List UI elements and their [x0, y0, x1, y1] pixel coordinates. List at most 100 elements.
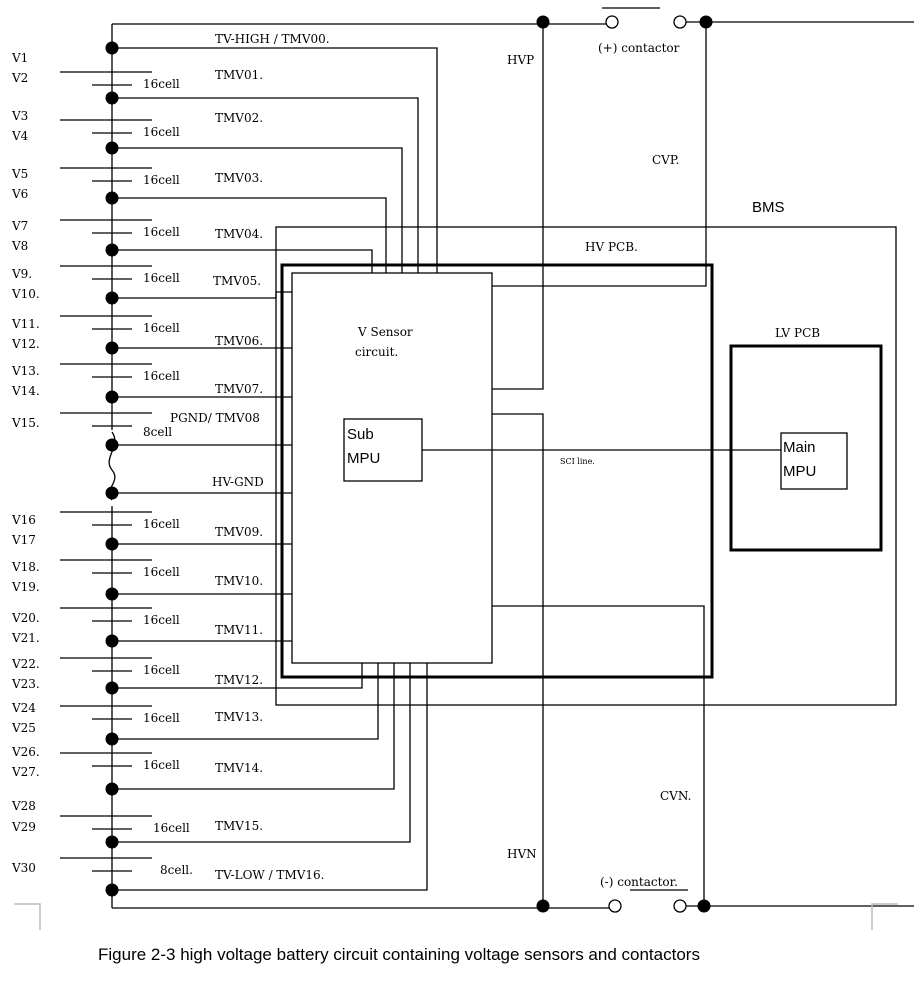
v-sensor-label-2: circuit.	[355, 345, 398, 359]
tap-label: TMV13.	[215, 710, 263, 724]
voltage-label: V13.	[11, 364, 40, 378]
voltage-label: V21.	[11, 631, 40, 645]
voltage-label: V11.	[11, 317, 40, 331]
voltage-label: V24	[11, 701, 36, 715]
tap-label: TMV14.	[215, 761, 263, 775]
voltage-label: V1	[11, 51, 28, 65]
tap-wires: TV-HIGH / TMV00.TMV01. TMV02. TMV03. TMV04.…	[105, 32, 438, 897]
voltage-label: V23.	[11, 677, 40, 691]
neg-contactor-label: (-) contactor.	[600, 875, 678, 889]
voltage-label: V17	[11, 533, 36, 547]
top-bus	[112, 7, 914, 29]
v-sensor-label-1: V Sensor	[357, 325, 413, 339]
tap-wire: TMV15.	[105, 663, 411, 849]
voltage-label: V4	[11, 129, 29, 143]
v-sensor-circuit-box	[291, 272, 493, 664]
tap-label: TMV01.	[215, 68, 263, 82]
cell-count-label: 16cell	[143, 517, 180, 531]
cell-count-label: 16cell	[143, 125, 180, 139]
voltage-label: V28	[11, 799, 36, 813]
cell-count-label: 8cell	[143, 425, 172, 439]
tap-label: TMV09.	[215, 525, 263, 539]
tap-wire: TMV03.	[105, 171, 387, 273]
lv-pcb-label: LV PCB	[775, 326, 820, 340]
battery-cell: 16cell	[60, 265, 180, 285]
tap-label: TMV12.	[215, 673, 263, 687]
tap-wire: PGND/ TMV08	[105, 411, 292, 452]
tap-node	[105, 782, 119, 796]
battery-cell: 16cell	[60, 219, 180, 239]
voltage-label: V15.	[11, 416, 40, 430]
tap-label: TMV15.	[215, 819, 263, 833]
cell-count-label: 16cell	[143, 369, 180, 383]
tap-node	[105, 291, 119, 305]
tap-node	[105, 537, 119, 551]
tap-label: TMV04.	[215, 227, 263, 241]
tap-node	[105, 41, 119, 55]
battery-cell: 16cell	[60, 752, 180, 772]
tap-wire: TMV09.	[105, 525, 292, 551]
tap-node	[105, 341, 119, 355]
battery-cell: 8cell	[60, 412, 172, 439]
voltage-label: V2	[11, 71, 28, 85]
cell-count-label: 16cell	[143, 225, 180, 239]
tap-label: TMV05.	[213, 274, 261, 288]
tap-node	[105, 390, 119, 404]
cell-count-label: 16cell	[143, 613, 180, 627]
tap-label: TMV11.	[215, 623, 263, 637]
battery-cell: 16cell	[60, 705, 180, 725]
voltage-label: V6	[11, 187, 28, 201]
voltage-label: V8	[11, 239, 28, 253]
battery-cell: 16cell	[60, 815, 190, 835]
tap-label: HV-GND	[212, 475, 264, 489]
sub-mpu-label-1: Sub	[347, 426, 374, 443]
hv-pcb-box	[280, 263, 714, 679]
battery-cell: 16cell	[60, 71, 180, 91]
battery-cell: 16cell	[60, 559, 180, 579]
main-mpu-box	[780, 432, 848, 490]
crop-marks	[14, 903, 898, 930]
voltage-label: V14.	[11, 384, 40, 398]
hv-pcb-label: HV PCB.	[585, 240, 638, 254]
tap-wire: TMV02.	[105, 111, 403, 273]
tap-node	[105, 141, 119, 155]
cell-count-label: 16cell	[143, 77, 180, 91]
tap-wire: TV-HIGH / TMV00.	[105, 32, 438, 273]
cell-count-label: 16cell	[143, 758, 180, 772]
main-mpu-label-1: Main	[783, 439, 816, 456]
tap-label: TV-LOW / TMV16.	[215, 868, 324, 882]
tap-wire: HV-GND	[105, 475, 292, 500]
cell-count-label: 16cell	[143, 565, 180, 579]
tap-label: TMV03.	[215, 171, 263, 185]
cell-count-label: 16cell	[143, 173, 180, 187]
voltage-label: V22.	[11, 657, 40, 671]
tap-wire: TMV01.	[105, 68, 419, 273]
tap-wire: TV-LOW / TMV16.	[105, 663, 428, 897]
bms-label: BMS	[752, 199, 785, 216]
voltage-label: V19.	[11, 580, 40, 594]
tap-node	[105, 587, 119, 601]
bottom-bus	[112, 889, 914, 913]
tap-wire: TMV05.	[105, 274, 292, 305]
pos-contactor-label: (+) contactor	[598, 41, 680, 55]
tap-label: TMV10.	[215, 574, 263, 588]
battery-cell: 16cell	[60, 167, 180, 187]
bms-box	[275, 226, 897, 706]
voltage-label: V18.	[11, 560, 40, 574]
tap-wire: TMV06.	[105, 334, 292, 355]
battery-cell: 16cell	[60, 363, 180, 383]
battery-cell: 16cell	[60, 119, 180, 139]
battery-cell: 16cell	[60, 315, 180, 335]
tap-node	[105, 91, 119, 105]
voltage-label: V12.	[11, 337, 40, 351]
cell-count-label: 16cell	[143, 321, 180, 335]
voltage-label: V27.	[11, 765, 40, 779]
tap-node	[105, 883, 119, 897]
voltage-label: V9.	[11, 267, 32, 281]
voltage-label: V10.	[11, 287, 40, 301]
tap-label: TMV02.	[215, 111, 263, 125]
tap-wire: TMV07.	[105, 382, 292, 404]
tap-node	[105, 681, 119, 695]
sub-mpu-label-2: MPU	[347, 450, 380, 467]
